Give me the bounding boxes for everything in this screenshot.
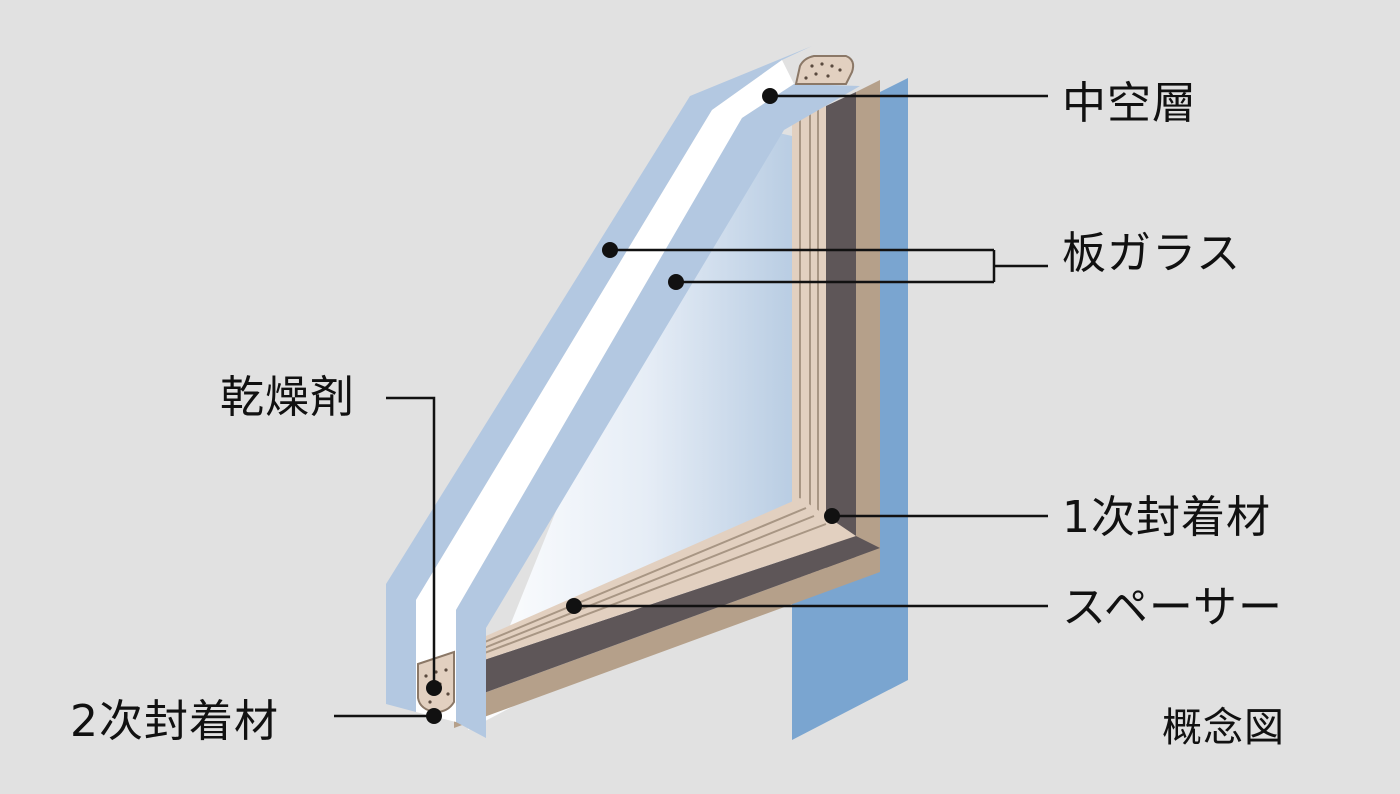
label-hollow-layer: 中空層 [1062,78,1197,129]
leader-lines [334,94,1048,718]
label-sheet-glass: 板ガラス [1062,228,1242,279]
leader-dot-spacer [566,598,582,614]
primary-sealant-right [826,92,856,576]
leader-dot-sheet-glass-b [668,274,684,290]
label-spacer: スペーサー [1062,582,1284,633]
label-primary-sealant: 1次封着材 [1062,492,1271,543]
leader-line-desiccant [386,396,436,688]
top-desiccant-dots [804,62,842,80]
leader-dots [426,88,840,724]
leader-dot-sheet-glass-a [602,242,618,258]
leader-dot-hollow-layer [762,88,778,104]
primary-sealant-bottom [454,536,880,704]
label-secondary-sealant: 2次封着材 [70,696,279,747]
leader-dot-primary-sealant [824,508,840,524]
label-desiccant: 乾燥剤 [220,372,355,423]
leader-dot-secondary-sealant [426,708,442,724]
caption-conceptual-diagram: 概念図 [1162,705,1285,751]
secondary-sealant-bottom [454,548,880,728]
leader-dot-desiccant [426,680,442,696]
secondary-sealant-right [856,80,880,560]
top-spacer-cap [794,55,855,85]
